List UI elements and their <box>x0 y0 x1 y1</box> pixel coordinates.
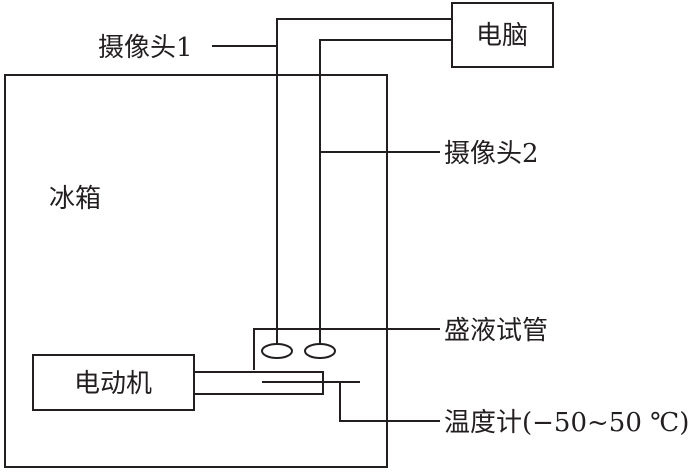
computer-box <box>451 2 554 68</box>
camera-1-label: 摄像头1 <box>98 33 193 63</box>
camera-2-cable <box>319 39 452 345</box>
thermometer-leader <box>339 382 440 422</box>
motor-label: 电动机 <box>74 369 152 399</box>
freezer-box <box>4 74 388 468</box>
test-tube-left <box>261 343 293 359</box>
computer-label: 电脑 <box>476 21 528 51</box>
freezer-label: 冰箱 <box>49 184 101 214</box>
camera-2-label: 摄像头2 <box>444 139 539 169</box>
test-tube-holder <box>253 328 440 370</box>
test-tube-label: 盛液试管 <box>444 316 548 346</box>
camera-1-cable <box>276 18 452 345</box>
test-tube-right <box>304 343 336 359</box>
thermometer-label: 温度计(−50~50 ℃) <box>444 408 689 438</box>
